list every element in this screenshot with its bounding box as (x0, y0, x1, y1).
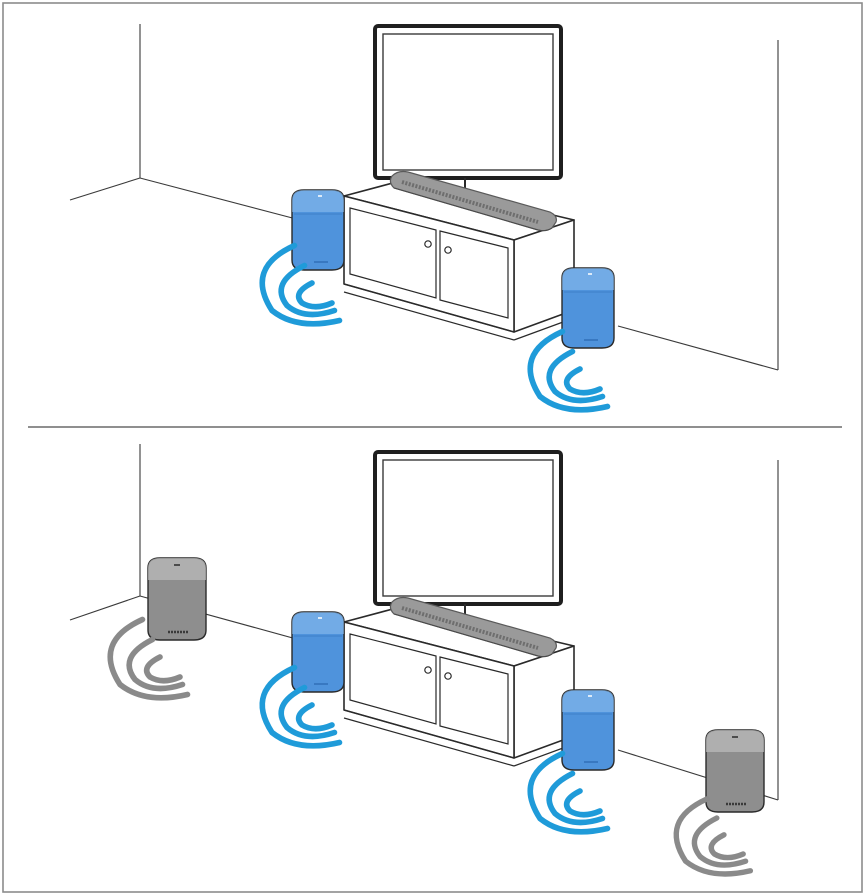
front-left-wireless-speaker (291, 189, 345, 271)
tv (373, 24, 563, 192)
room-walls (69, 24, 779, 371)
tv (373, 450, 563, 618)
rear-right-wireless-speaker (704, 728, 766, 814)
front-left-wireless-speaker (291, 611, 345, 693)
front-right-wireless-speaker (561, 689, 615, 771)
panel-four-speaker-setup (69, 444, 779, 874)
panel-two-speaker-setup (69, 24, 779, 410)
front-right-wireless-speaker (561, 267, 615, 349)
rear-left-wireless-speaker (146, 556, 208, 642)
